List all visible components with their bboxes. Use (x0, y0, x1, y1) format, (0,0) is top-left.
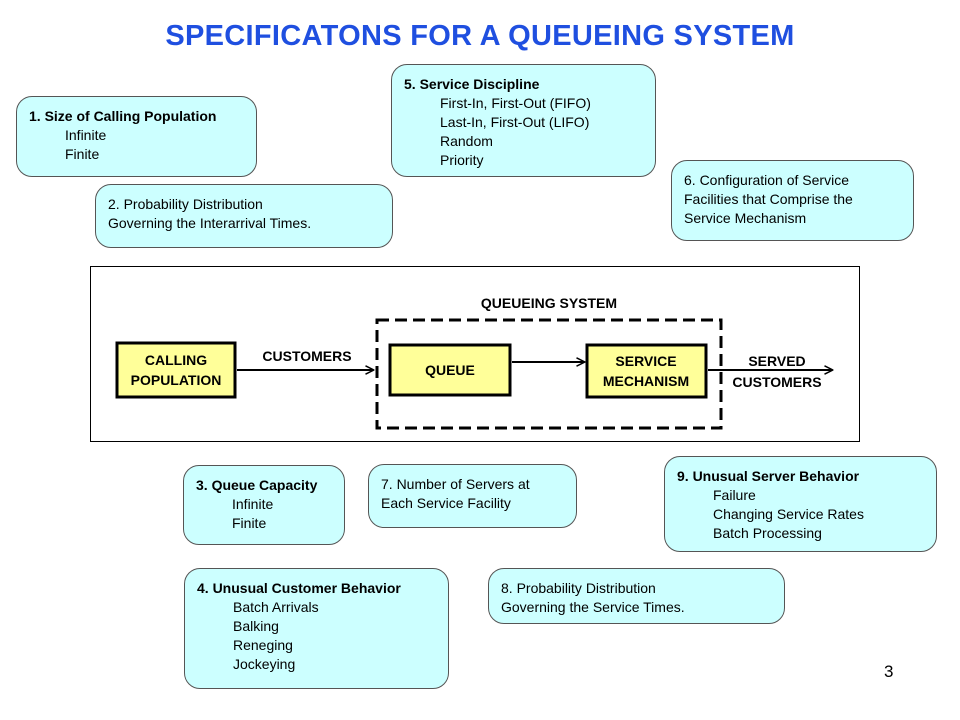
spec-line: Governing the Service Times. (501, 599, 685, 615)
spec-item: Infinite (232, 496, 274, 512)
spec-line: 2. Probability Distribution (108, 196, 263, 212)
spec-item: Finite (65, 146, 100, 162)
page-number: 3 (884, 662, 894, 681)
spec-heading: 5. Service Discipline (404, 76, 540, 92)
spec-heading: 3. Queue Capacity (196, 477, 318, 493)
spec-box-calling-population: 1. Size of Calling Population Infinite F… (16, 96, 257, 177)
served-customers-label-line1: SERVED (748, 353, 805, 369)
spec-heading: 9. Unusual Server Behavior (677, 468, 860, 484)
spec-box-queue-capacity: 3. Queue Capacity Infinite Finite (183, 465, 345, 545)
spec-item: Balking (233, 618, 279, 634)
spec-item: Priority (440, 152, 484, 168)
customers-label: CUSTOMERS (262, 348, 351, 364)
queueing-system-diagram: QUEUEING SYSTEM CALLING POPULATION CUSTO… (90, 266, 860, 442)
spec-line: 6. Configuration of Service (684, 172, 849, 188)
spec-item: Reneging (233, 637, 293, 653)
spec-line: Each Service Facility (381, 495, 511, 511)
spec-box-number-of-servers: 7. Number of Servers at Each Service Fac… (368, 464, 577, 528)
page-title: SPECIFICATONS FOR A QUEUEING SYSTEM (165, 20, 795, 52)
spec-item: Changing Service Rates (713, 506, 864, 522)
spec-item: Failure (713, 487, 756, 503)
spec-line: Service Mechanism (684, 210, 807, 226)
spec-heading: 4. Unusual Customer Behavior (197, 580, 401, 596)
queue-node (388, 343, 512, 397)
spec-box-configuration: 6. Configuration of Service Facilities t… (671, 160, 914, 241)
spec-box-service-times: 8. Probability Distribution Governing th… (488, 568, 785, 624)
served-customers-label-line2: CUSTOMERS (732, 374, 821, 390)
spec-line: 8. Probability Distribution (501, 580, 656, 596)
spec-item: Finite (232, 515, 267, 531)
spec-box-service-discipline: 5. Service Discipline First-In, First-Ou… (391, 64, 656, 177)
spec-line: 7. Number of Servers at (381, 476, 530, 492)
queueing-diagram-svg: QUEUEING SYSTEM CALLING POPULATION CUSTO… (115, 295, 861, 430)
spec-item: Infinite (65, 127, 107, 143)
spec-heading: 1. Size of Calling Population (29, 108, 217, 124)
spec-item: Batch Arrivals (233, 599, 319, 615)
spec-box-customer-behavior: 4. Unusual Customer Behavior Batch Arriv… (184, 568, 449, 689)
calling-population-label-line2: POPULATION (131, 372, 222, 388)
system-label: QUEUEING SYSTEM (481, 295, 617, 311)
spec-item: Batch Processing (713, 525, 822, 541)
calling-population-label-line1: CALLING (145, 352, 207, 368)
spec-item: Last-In, First-Out (LIFO) (440, 114, 590, 130)
service-mechanism-node (585, 343, 708, 399)
service-mechanism-label-line1: SERVICE (615, 353, 676, 369)
spec-item: Random (440, 133, 493, 149)
spec-item: Jockeying (233, 656, 296, 672)
queue-label: QUEUE (425, 362, 475, 378)
spec-line: Governing the Interarrival Times. (108, 215, 312, 231)
system-boundary (375, 318, 723, 430)
service-mechanism-label-line2: MECHANISM (603, 373, 689, 389)
spec-item: First-In, First-Out (FIFO) (440, 95, 591, 111)
spec-line: Facilities that Comprise the (684, 191, 853, 207)
spec-box-interarrival: 2. Probability Distribution Governing th… (95, 184, 393, 248)
spec-box-server-behavior: 9. Unusual Server Behavior Failure Chang… (664, 456, 937, 552)
calling-population-node (115, 341, 237, 399)
